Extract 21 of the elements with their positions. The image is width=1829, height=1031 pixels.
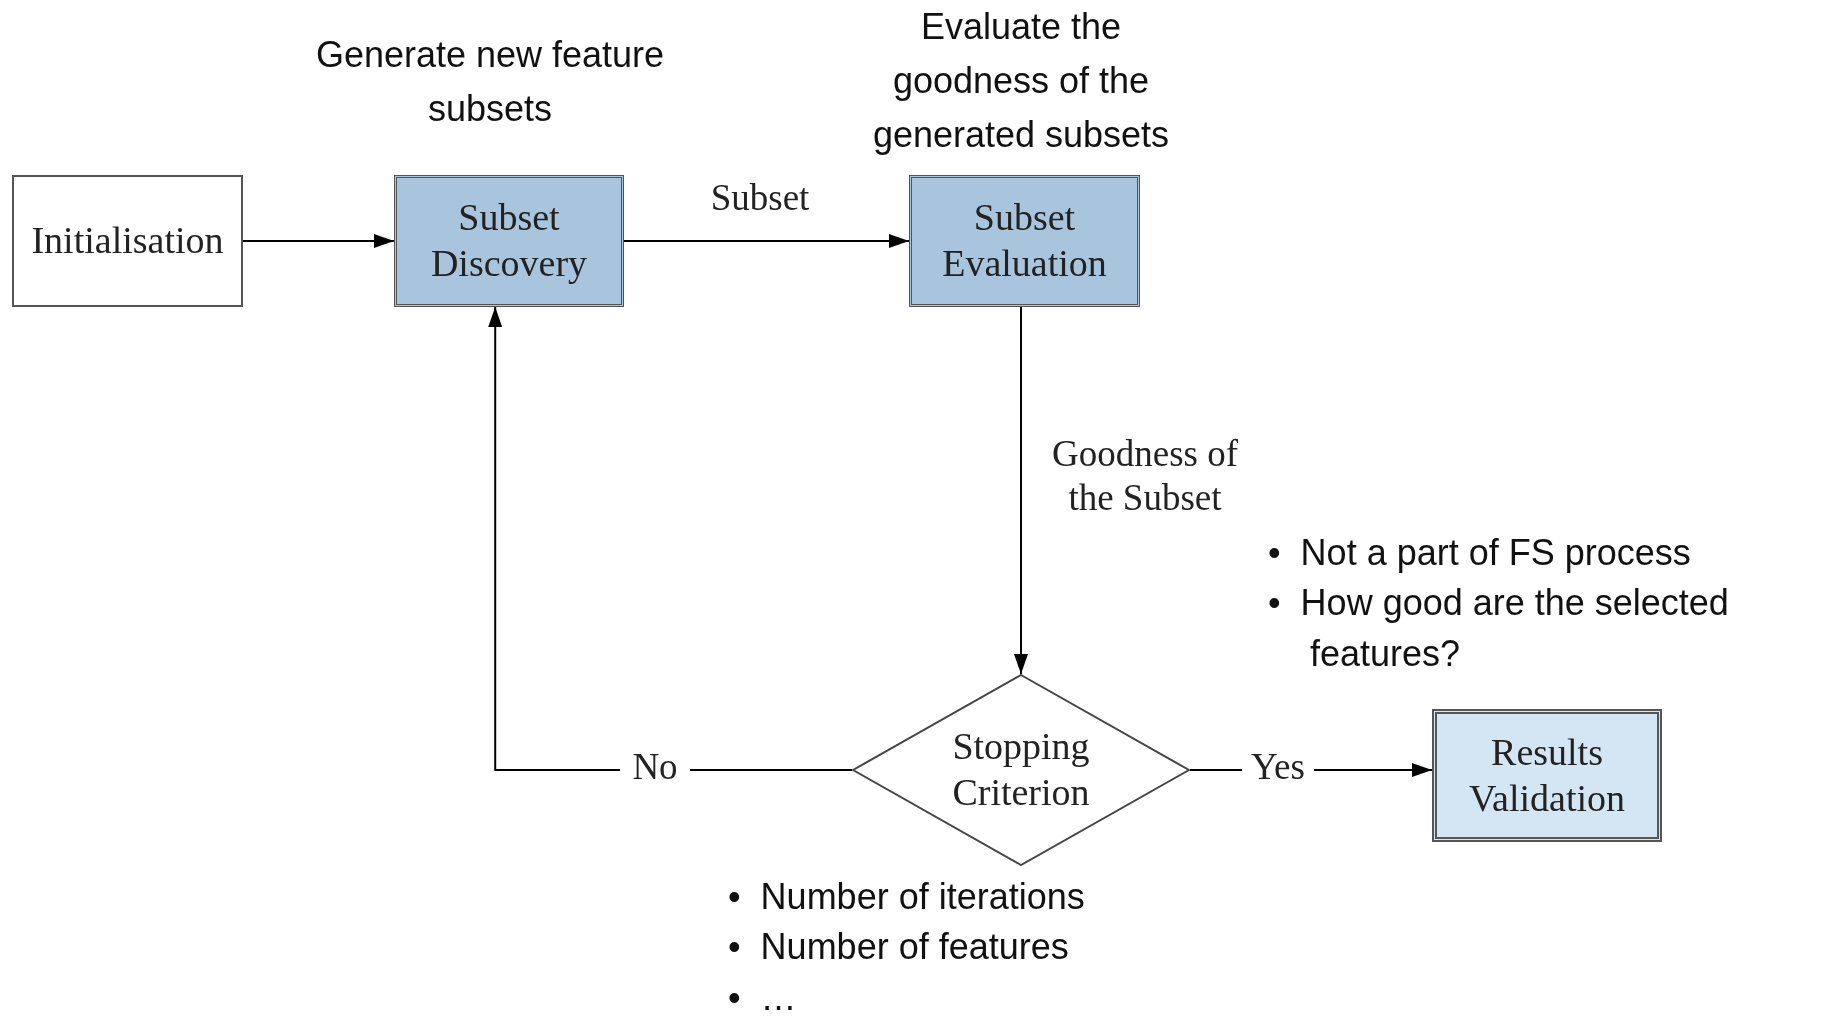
bullet-note: • How good are the selected features? <box>1268 581 1730 676</box>
node-label: Subset Discovery <box>429 195 589 286</box>
arrow <box>242 234 395 248</box>
process-box <box>1432 709 1662 842</box>
bullet-note: • Not a part of FS process <box>1268 531 1692 575</box>
annotation-text: Evaluate the goodness of the generated subsets <box>871 5 1171 157</box>
process-box <box>909 175 1140 307</box>
node-label: Initialisation <box>31 218 224 264</box>
decision-diamond <box>852 674 1190 866</box>
arrow <box>1014 306 1028 675</box>
node-label: Results Validation <box>1467 729 1627 821</box>
node-label: Subset Evaluation <box>941 195 1108 286</box>
bullet-note: • … <box>728 975 798 1020</box>
process-box <box>12 175 243 307</box>
node-label: Stopping Criterion <box>951 724 1091 815</box>
arrow <box>488 306 853 771</box>
process-box <box>394 175 624 307</box>
annotation-text: Generate new feature subsets <box>314 33 666 131</box>
arrow <box>623 234 910 248</box>
bullet-note: • Number of iterations <box>728 875 1086 919</box>
bullet-note: • Number of features <box>728 925 1070 970</box>
